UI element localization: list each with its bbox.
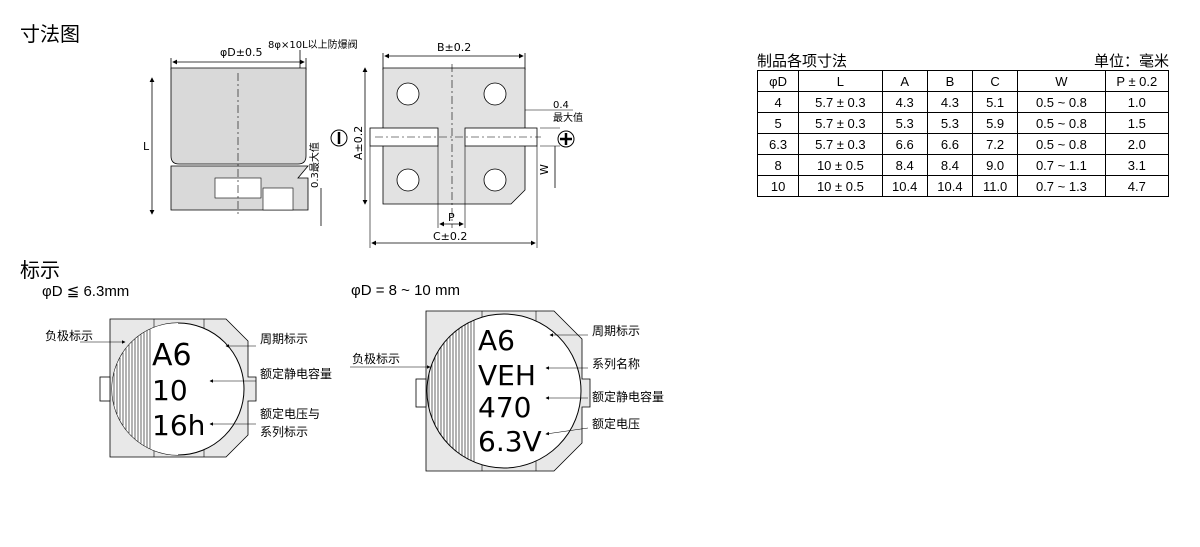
table-cell: 5.3 (926, 112, 974, 134)
plus-circle-icon (560, 133, 572, 145)
table-cell: 5.3 (881, 112, 928, 134)
table-cell: 11.0 (972, 175, 1019, 197)
large-marking-heading: φD = 8 ~ 10 mm (351, 282, 460, 299)
table-cell: 5.7 ± 0.3 (798, 91, 883, 113)
table-row: 5 5.7 ± 0.3 5.3 5.3 5.9 0.5 ~ 0.8 1.5 (756, 112, 1170, 134)
table-cell: 10 ± 0.5 (798, 154, 883, 176)
col-header-a: A (881, 70, 928, 92)
table-cell: 1.0 (1104, 91, 1170, 113)
small-capacitance-label: 额定静电容量 (260, 366, 332, 381)
large-voltage-label: 额定电压 (592, 416, 640, 431)
table-cell: 10 (756, 175, 800, 197)
max-value-text: 最大值 (553, 111, 583, 124)
large-code-text: A6 (478, 324, 515, 357)
table-cell: 6.3 (756, 133, 800, 155)
table-cell: 3.1 (1104, 154, 1170, 176)
small-negative-label: 负极标示 (45, 329, 93, 343)
spec-table-block: 制品各项寸法 单位：毫米 φD L A B C W P ± 0.2 4 5.7 … (756, 52, 1170, 197)
col-header-p: P ± 0.2 (1104, 70, 1170, 92)
table-cell: 6.6 (881, 133, 928, 155)
w-dimension-label: W (538, 164, 551, 175)
small-marking-diagram: A6 10 16h 负极标示 周期标示 额定静电容量 额定电压与 系列标示 (45, 318, 332, 458)
table-cell: 5.7 ± 0.3 (798, 133, 883, 155)
table-cell: 7.2 (972, 133, 1019, 155)
table-cell: 0.5 ~ 0.8 (1017, 112, 1106, 134)
table-row: 6.3 5.7 ± 0.3 6.6 6.6 7.2 0.5 ~ 0.8 2.0 (756, 133, 1170, 155)
table-cell: 4.3 (926, 91, 974, 113)
col-header-diameter: φD (756, 70, 800, 92)
p-dimension-label: P (448, 211, 455, 224)
table-cell: 8.4 (881, 154, 928, 176)
table-cell: 5 (756, 112, 800, 134)
table-cell: 1.5 (1104, 112, 1170, 134)
table-cell: 10 ± 0.5 (798, 175, 883, 197)
c-dimension-label: C±0.2 (433, 230, 467, 243)
spec-table: φD L A B C W P ± 0.2 4 5.7 ± 0.3 4.3 4.3… (756, 70, 1170, 197)
bottom-view-drawing: B±0.2 A±0.2 P C±0.2 W 0.4 最大值 (352, 41, 583, 248)
a-dimension-label: A±0.2 (352, 126, 365, 160)
table-row: 8 10 ± 0.5 8.4 8.4 9.0 0.7 ~ 1.1 3.1 (756, 154, 1170, 176)
col-header-c: C (972, 70, 1019, 92)
table-cell: 5.7 ± 0.3 (798, 112, 883, 134)
table-header-row: φD L A B C W P ± 0.2 (756, 70, 1170, 92)
small-marking-heading: φD ≦ 6.3mm (42, 283, 130, 300)
table-row: 10 10 ± 0.5 10.4 10.4 11.0 0.7 ~ 1.3 4.7 (756, 175, 1170, 197)
large-voltage-text: 6.3V (478, 425, 542, 458)
gap-label: 0.3最大值 (308, 142, 321, 188)
b-dimension-label: B±0.2 (437, 41, 471, 54)
small-voltage-code-text: 10 (152, 374, 188, 407)
col-header-b: B (926, 70, 974, 92)
large-series-text: VEH (478, 359, 536, 392)
large-marking-diagram: A6 VEH 470 6.3V 负极标示 周期标示 系列名称 额定静电容量 额定… (350, 310, 664, 472)
small-voltage-label-2: 系列标示 (260, 425, 308, 439)
table-cell: 8 (756, 154, 800, 176)
table-cell: 10.4 (881, 175, 928, 197)
small-code-text: A6 (152, 338, 192, 373)
table-cell: 9.0 (972, 154, 1019, 176)
l-dimension-label: L (143, 140, 150, 153)
table-cell: 10.4 (926, 175, 974, 197)
col-header-w: W (1017, 70, 1106, 92)
table-cell: 0.7 ~ 1.1 (1017, 154, 1106, 176)
large-capacitance-text: 470 (478, 391, 531, 424)
spec-table-title: 制品各项寸法 (757, 52, 848, 70)
small-voltage-label-1: 额定电压与 (260, 406, 320, 421)
table-cell: 2.0 (1104, 133, 1170, 155)
table-cell: 8.4 (926, 154, 974, 176)
small-period-label: 周期标示 (260, 332, 308, 346)
table-cell: 0.7 ~ 1.3 (1017, 175, 1106, 197)
side-view-drawing: φD±0.5 8φ×10L以上防爆阀 L 0.3最大值 (143, 38, 358, 226)
table-cell: 6.6 (926, 133, 974, 155)
max-value-number: 0.4 (553, 100, 569, 111)
table-cell: 4.7 (1104, 175, 1170, 197)
large-series-label: 系列名称 (592, 356, 640, 371)
large-capacitance-label: 额定静电容量 (592, 389, 664, 404)
small-series-code-text: 16h (152, 409, 205, 442)
marking-title: 标示 (20, 258, 60, 282)
col-header-l: L (798, 70, 883, 92)
table-cell: 0.5 ~ 0.8 (1017, 91, 1106, 113)
table-cell: 0.5 ~ 0.8 (1017, 133, 1106, 155)
spec-table-unit: 单位：毫米 (1093, 52, 1169, 70)
vent-label: 8φ×10L以上防爆阀 (268, 38, 358, 51)
large-period-label: 周期标示 (592, 324, 640, 338)
table-cell: 4.3 (881, 91, 928, 113)
table-cell: 5.9 (972, 112, 1019, 134)
large-negative-label: 负极标示 (352, 352, 400, 366)
diameter-label: φD±0.5 (220, 46, 262, 59)
table-row: 4 5.7 ± 0.3 4.3 4.3 5.1 0.5 ~ 0.8 1.0 (756, 91, 1170, 113)
table-cell: 4 (756, 91, 800, 113)
table-cell: 5.1 (972, 91, 1019, 113)
dimension-drawing-title: 寸法图 (20, 22, 80, 46)
